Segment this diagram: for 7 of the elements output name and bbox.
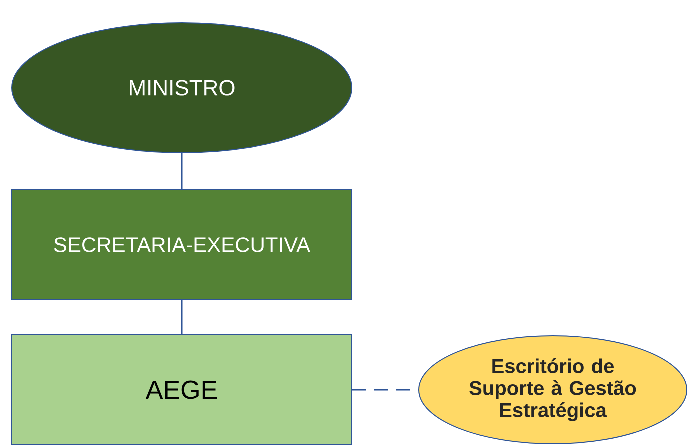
ellipse-node: MINISTRO (12, 22, 352, 154)
connector-line (181, 300, 183, 335)
process-box: SECRETARIA-EXECUTIVA (12, 190, 352, 300)
ellipse-node: Escritório de Suporte à Gestão Estratégica (418, 336, 688, 444)
process-box: AEGE (12, 334, 352, 445)
connector-line (352, 389, 419, 391)
connector-line (181, 153, 183, 190)
